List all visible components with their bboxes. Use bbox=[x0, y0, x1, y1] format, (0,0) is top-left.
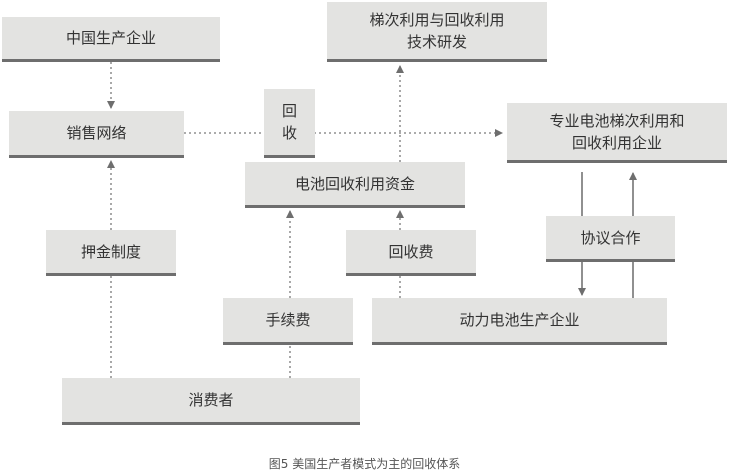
power-battery-producer-label: 动力电池生产企业 bbox=[459, 311, 580, 329]
tech-rd-node: 梯次利用与回收利用 技术研发 bbox=[327, 2, 547, 62]
power-battery-producer-node: 动力电池生产企业 bbox=[372, 298, 667, 345]
recycle-label-node: 回 收 bbox=[264, 89, 315, 158]
recycling-fee-label: 回收费 bbox=[388, 242, 434, 261]
agreement-label: 协议合作 bbox=[580, 228, 641, 247]
deposit-system-node: 押金制度 bbox=[46, 230, 176, 276]
china-producer-label: 中国生产企业 bbox=[65, 29, 156, 47]
specialized-label-line2: 回收利用企业 bbox=[571, 133, 662, 152]
recycling-fund-node: 电池回收利用资金 bbox=[245, 162, 465, 208]
deposit-system-label: 押金制度 bbox=[80, 242, 141, 261]
recycle-label-line1: 回 bbox=[281, 102, 297, 120]
tech-rd-label-line1: 梯次利用与回收利用 bbox=[369, 10, 505, 29]
tech-rd-label-line2: 技术研发 bbox=[406, 32, 467, 51]
recycling-fee-node: 回收费 bbox=[346, 230, 476, 276]
specialized-label-line1: 专业电池梯次利用和 bbox=[549, 111, 685, 130]
consumer-node: 消费者 bbox=[62, 378, 360, 425]
figure-caption: 图5 美国生产者模式为主的回收体系 bbox=[268, 457, 461, 471]
sales-network-node: 销售网络 bbox=[9, 111, 184, 158]
agreement-node: 协议合作 bbox=[546, 216, 675, 262]
recycle-label-line2: 收 bbox=[281, 124, 297, 142]
specialized-enterprise-node: 专业电池梯次利用和 回收利用企业 bbox=[507, 103, 727, 163]
china-producer-node: 中国生产企业 bbox=[2, 17, 220, 62]
consumer-label: 消费者 bbox=[188, 391, 234, 409]
sales-network-label: 销售网络 bbox=[66, 124, 127, 142]
handling-fee-node: 手续费 bbox=[223, 298, 353, 345]
recycling-fund-label: 电池回收利用资金 bbox=[294, 174, 415, 193]
handling-fee-label: 手续费 bbox=[265, 311, 311, 329]
